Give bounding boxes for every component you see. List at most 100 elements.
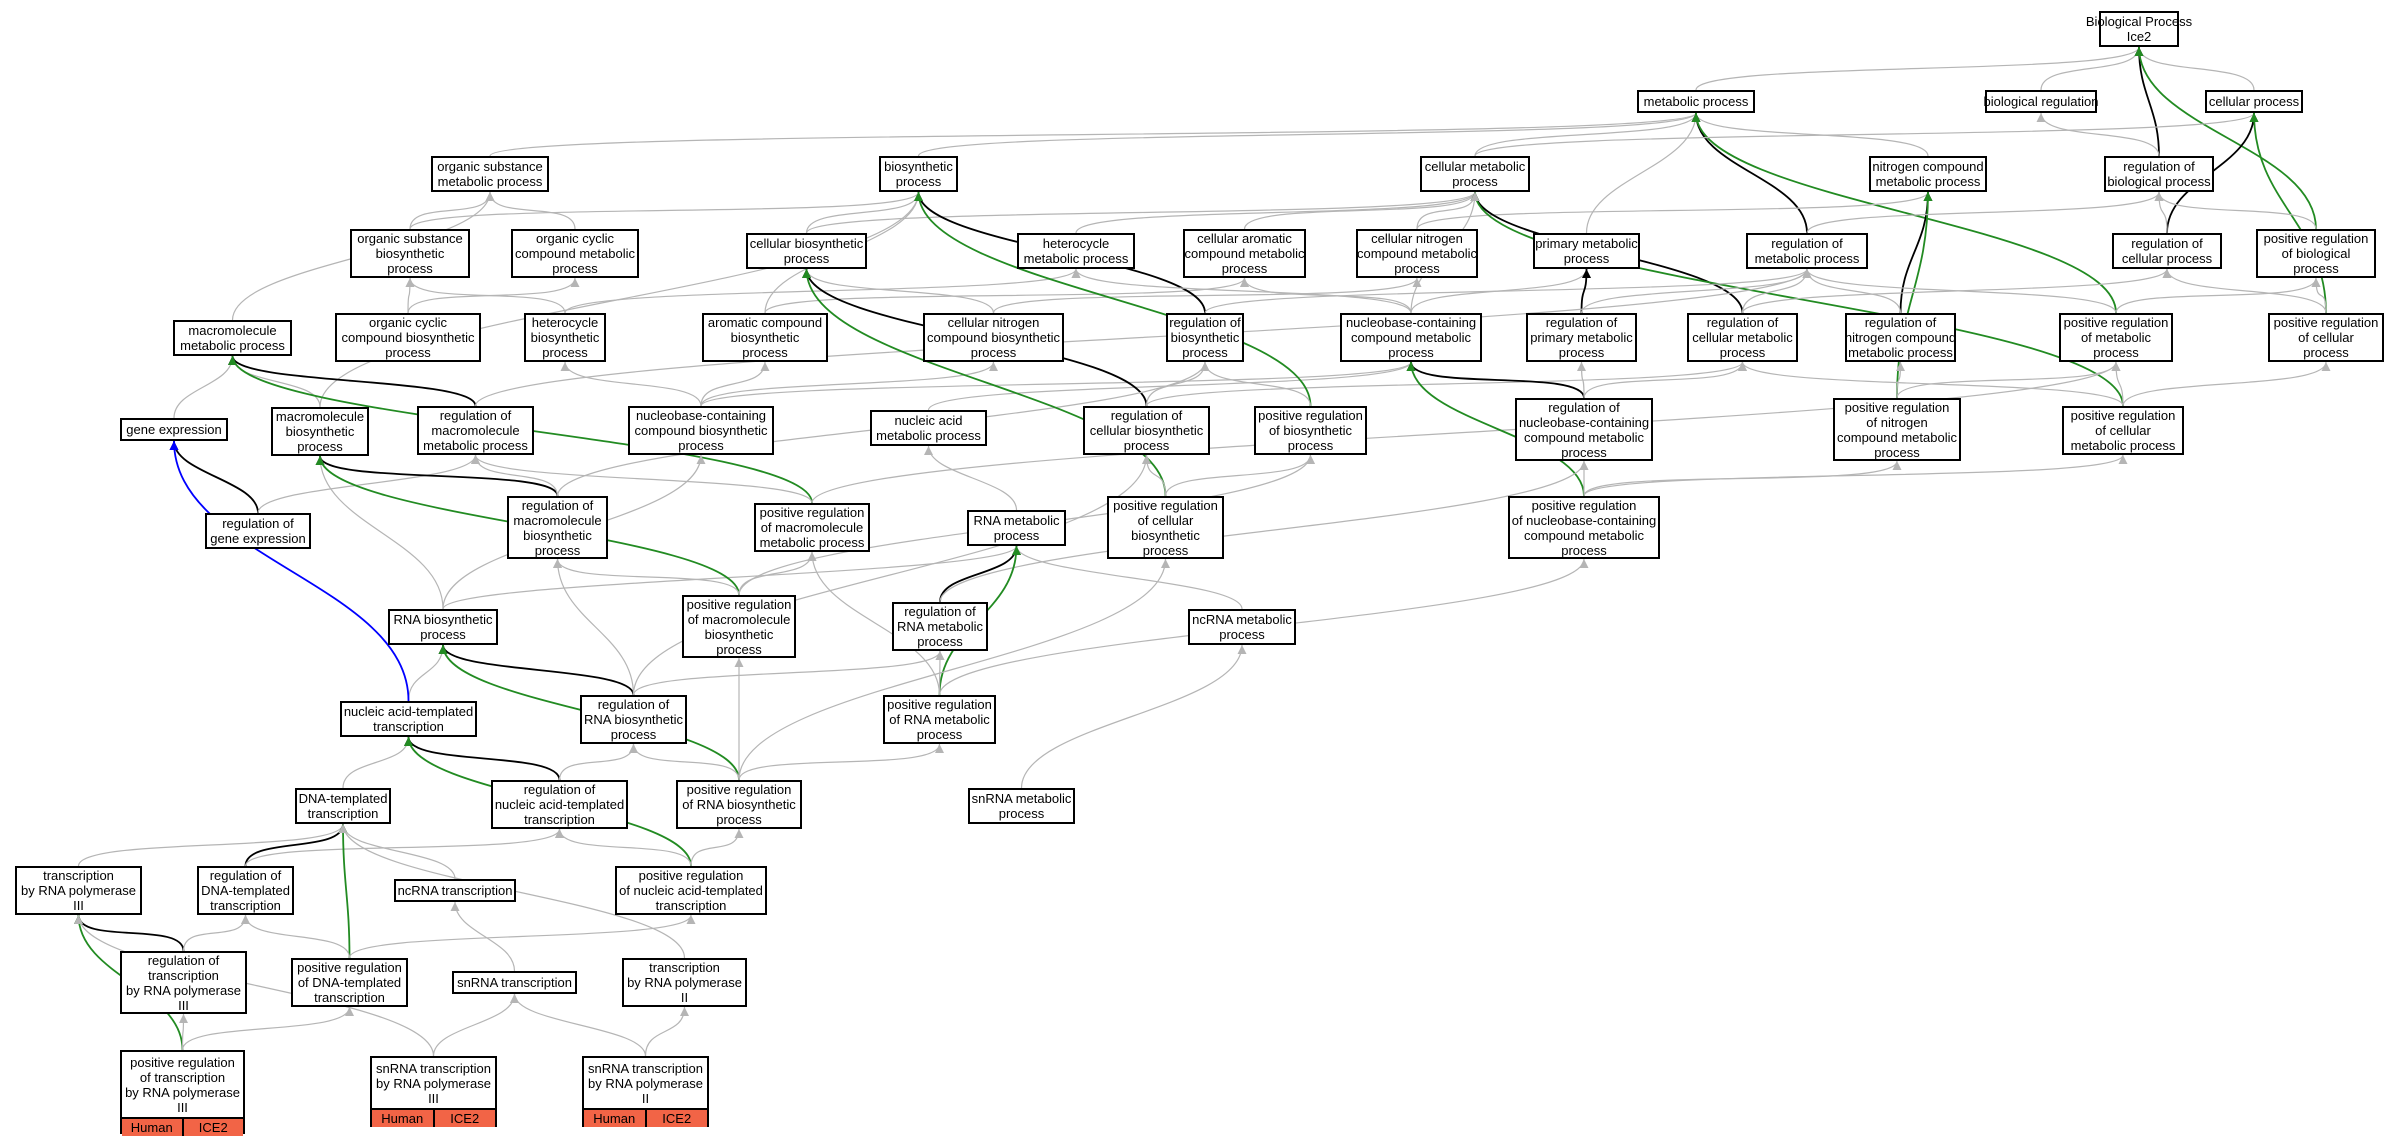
go-term-label-line: by RNA polymerase	[376, 1076, 491, 1091]
edge-cncbp-to-cncmp	[992, 277, 1422, 314]
edge-regtpol3-to-tpol3	[74, 914, 185, 952]
go-term-label-line: process	[2303, 345, 2349, 360]
edge-ge-to-mmp	[173, 355, 237, 419]
go-term-mp[interactable]: metabolic process	[1637, 90, 1755, 113]
go-term-label-line: macromolecule	[431, 423, 520, 438]
edge-regdnatt-to-dnatt	[244, 823, 348, 867]
go-term-label-line: process	[1219, 627, 1265, 642]
edge-breg-to-bp	[2040, 46, 2144, 91]
go-term-label-line: metabolic process	[759, 535, 865, 550]
go-term-label-line: compound metabolic	[1184, 246, 1305, 261]
go-term-label-line: transcription	[307, 806, 379, 821]
annotation-tag: ICE2	[181, 1119, 243, 1136]
edge-snrnamp-to-ncrnamp	[1020, 644, 1247, 789]
go-term-label-line: positive regulation	[759, 505, 865, 520]
go-term-label-line: positive regulation	[686, 782, 792, 797]
go-term-label-line: process	[916, 727, 963, 742]
go-term-cp[interactable]: cellular process	[2205, 90, 2303, 113]
edge-pregmmp-to-pregmp	[811, 361, 2121, 504]
edge-snrnat2-to-tpol2	[644, 1006, 689, 1057]
go-term-label-line: regulation of	[904, 604, 976, 619]
go-term-label-line: aromatic compound	[707, 315, 823, 330]
go-term-breg[interactable]: biological regulation	[1984, 90, 2098, 113]
go-term-label-line: heterocycle	[1042, 236, 1110, 251]
edge-osmp-to-mp	[489, 112, 1701, 157]
edge-pregbsp-to-bsp	[914, 191, 1312, 407]
go-term-ge[interactable]: gene expression	[120, 418, 228, 441]
go-term-label-line: compound biosynthetic	[341, 330, 475, 345]
go-term-ncrnat[interactable]: ncRNA transcription	[394, 879, 516, 902]
go-term-snrnat[interactable]: snRNA transcription	[452, 971, 577, 994]
edge-hbp-to-hmp	[564, 268, 1081, 314]
go-term-label-line: positive regulation	[1531, 497, 1637, 513]
go-term-label-line: organic substance	[437, 159, 543, 174]
go-term-label-line: macromolecule	[513, 512, 602, 528]
